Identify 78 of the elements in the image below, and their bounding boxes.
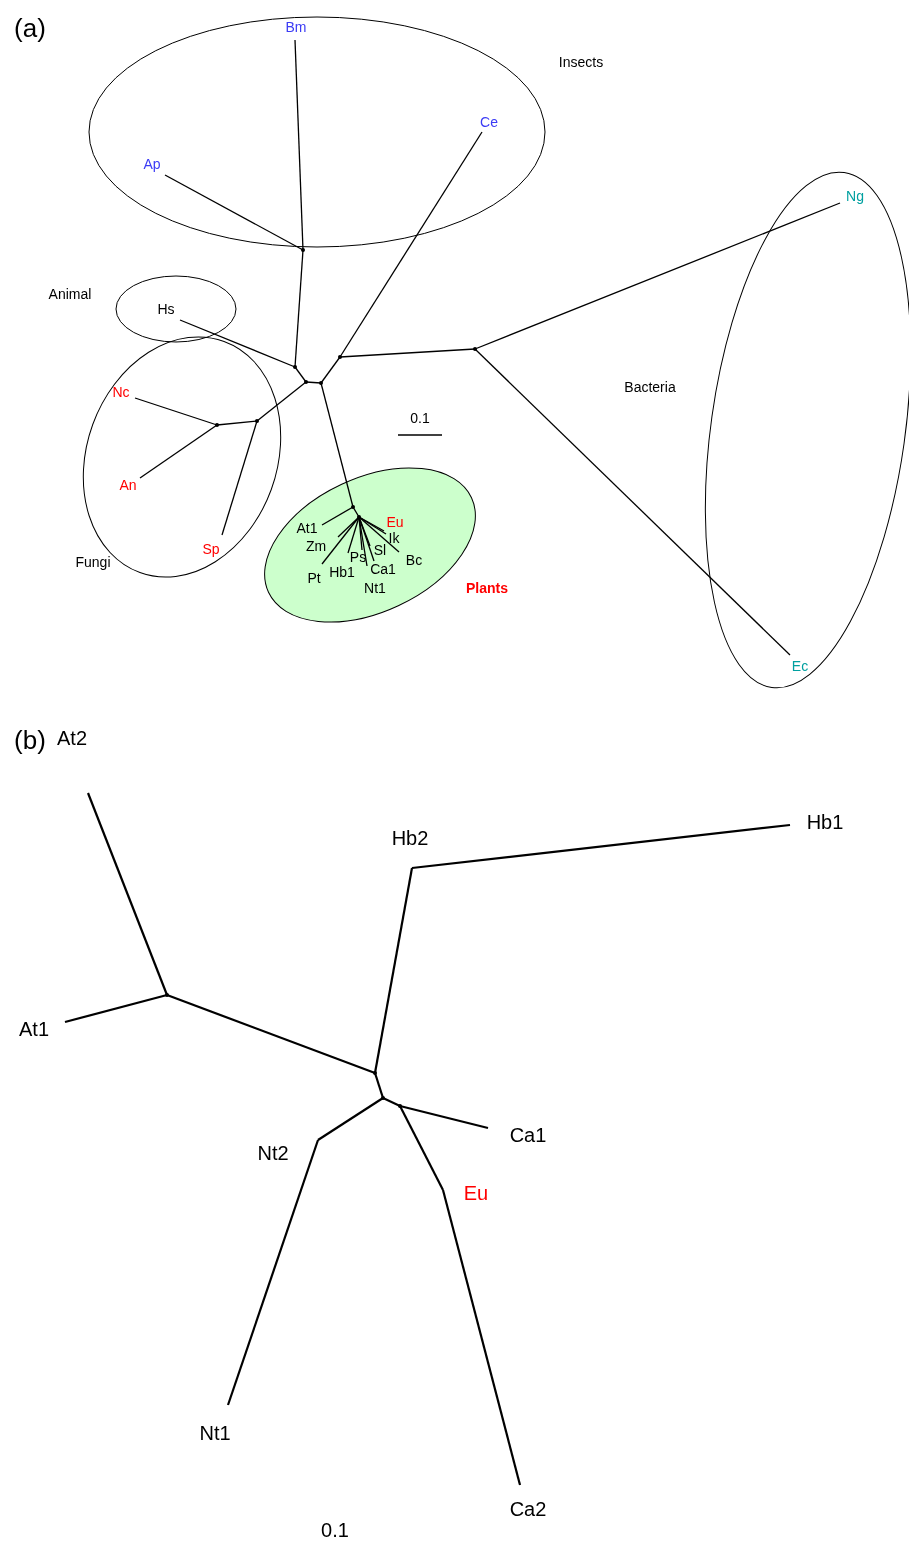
tree-branch xyxy=(166,993,376,1075)
taxon-label: Eu xyxy=(386,515,404,529)
tree-branch xyxy=(339,348,476,358)
tree-branch xyxy=(358,516,368,567)
tree-branch xyxy=(337,516,360,538)
branch-node xyxy=(338,355,342,359)
taxon-label: At1 xyxy=(296,521,318,535)
tree-branch xyxy=(256,381,307,422)
taxon-label: Bc xyxy=(405,553,423,567)
scale-label: 0.1 xyxy=(410,411,430,425)
tree-branch xyxy=(320,356,341,384)
taxon-label: Sp xyxy=(202,542,220,556)
tree-branch xyxy=(399,1105,444,1191)
tree-branch xyxy=(294,39,304,251)
tree-branch xyxy=(179,319,296,368)
taxon-label: Ap xyxy=(143,157,161,171)
taxon-label: Hb1 xyxy=(329,565,355,579)
tree-branch xyxy=(294,366,307,383)
taxon-label: Ik xyxy=(388,531,400,545)
tree-branch xyxy=(216,420,258,426)
taxon-label: At2 xyxy=(57,728,87,748)
taxon-label: Eu xyxy=(463,1183,489,1203)
tree-branch xyxy=(139,424,218,479)
tree-branch xyxy=(86,792,169,996)
tree-branch xyxy=(358,516,400,553)
taxon-label: Ca1 xyxy=(370,562,396,576)
tree-branch xyxy=(321,516,360,565)
taxon-label: Nt2 xyxy=(257,1143,289,1163)
tree-branch xyxy=(164,174,304,251)
taxon-label: Sl xyxy=(373,543,387,557)
tree-branch xyxy=(134,397,218,426)
taxon-label: Pt xyxy=(307,571,321,585)
taxon-label: Ca2 xyxy=(509,1499,547,1519)
taxon-label: Nt1 xyxy=(199,1423,231,1443)
taxon-label: Ce xyxy=(480,115,498,129)
tree-branch xyxy=(373,1072,385,1099)
group-label: Plants xyxy=(466,581,508,595)
taxon-label: Hb1 xyxy=(806,812,844,832)
tree-branch xyxy=(358,516,375,562)
tree-branch xyxy=(321,506,354,526)
branch-node xyxy=(357,515,361,519)
panel-label: (b) xyxy=(14,727,46,753)
tree-branch xyxy=(317,1097,384,1141)
tree-branch xyxy=(352,506,360,518)
tree-branch xyxy=(474,348,791,656)
taxon-label: Hs xyxy=(157,302,175,316)
tree-branch xyxy=(382,1097,401,1107)
tree-branch xyxy=(373,867,414,1074)
taxon-label: Nc xyxy=(112,385,130,399)
group-label: Bacteria xyxy=(624,380,676,394)
taxon-label: An xyxy=(119,478,137,492)
tree-branch xyxy=(305,381,322,384)
tree-branch xyxy=(339,131,483,358)
taxon-label: Ec xyxy=(791,659,809,673)
scale-label: 0.1 xyxy=(321,1520,349,1540)
taxon-label: Ps xyxy=(349,550,367,564)
taxon-label: Hb2 xyxy=(391,828,429,848)
tree-branch xyxy=(294,249,304,368)
taxon-label: Zm xyxy=(305,539,327,553)
group-label: Insects xyxy=(558,55,604,69)
tree-branch xyxy=(474,202,841,350)
taxon-label: At1 xyxy=(19,1019,49,1039)
panel-label: (a) xyxy=(14,15,46,41)
group-label: Animal xyxy=(48,287,92,301)
tree-branch xyxy=(221,420,258,536)
taxon-label: Ca1 xyxy=(509,1125,547,1145)
taxon-label: Nt1 xyxy=(364,581,386,595)
tree-branch xyxy=(347,516,360,554)
tree-branch xyxy=(399,1104,489,1130)
group-label: Fungi xyxy=(75,555,111,569)
taxon-label: Bm xyxy=(285,20,307,34)
branch-node xyxy=(293,365,297,369)
tree-branch xyxy=(64,993,168,1024)
tree-branch xyxy=(320,382,354,508)
tree-branch xyxy=(411,823,791,870)
tree-branch xyxy=(226,1139,320,1406)
taxon-label: Ng xyxy=(846,189,864,203)
tree-branch xyxy=(441,1189,522,1486)
